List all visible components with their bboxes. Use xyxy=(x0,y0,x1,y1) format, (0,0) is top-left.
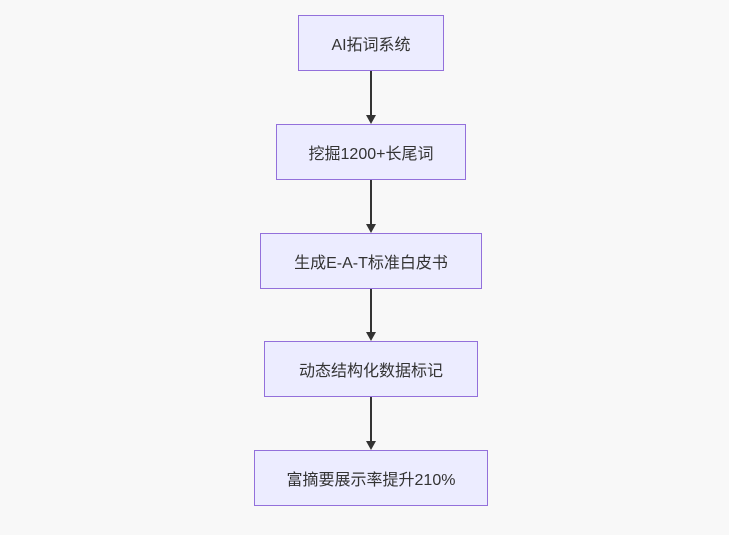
arrow-shaft xyxy=(370,180,372,225)
flowchart-node-dynamic-structured-data-markup: 动态结构化数据标记 xyxy=(264,341,478,397)
node-label: 富摘要展示率提升210% xyxy=(286,472,456,489)
arrowhead-down-icon xyxy=(366,441,376,450)
flowchart-node-ai-word-expansion-system: AI拓词系统 xyxy=(298,15,444,71)
arrowhead-down-icon xyxy=(366,115,376,124)
flow-arrow-2 xyxy=(366,180,376,233)
arrowhead-down-icon xyxy=(366,224,376,233)
flow-arrow-1 xyxy=(366,71,376,124)
node-label: AI拓词系统 xyxy=(331,37,411,54)
arrow-shaft xyxy=(370,397,372,442)
flowchart-node-rich-snippet-rate-increase: 富摘要展示率提升210% xyxy=(254,450,488,506)
flowchart-node-mine-longtail-keywords: 挖掘1200+长尾词 xyxy=(276,124,466,180)
arrow-shaft xyxy=(370,71,372,116)
node-label: 动态结构化数据标记 xyxy=(298,363,443,380)
node-label: 挖掘1200+长尾词 xyxy=(308,146,434,163)
flow-arrow-4 xyxy=(366,397,376,450)
arrowhead-down-icon xyxy=(366,332,376,341)
node-label: 生成E-A-T标准白皮书 xyxy=(294,255,448,272)
flowchart-node-generate-eat-whitepaper: 生成E-A-T标准白皮书 xyxy=(260,233,482,289)
arrow-shaft xyxy=(370,289,372,333)
flow-arrow-3 xyxy=(366,289,376,341)
